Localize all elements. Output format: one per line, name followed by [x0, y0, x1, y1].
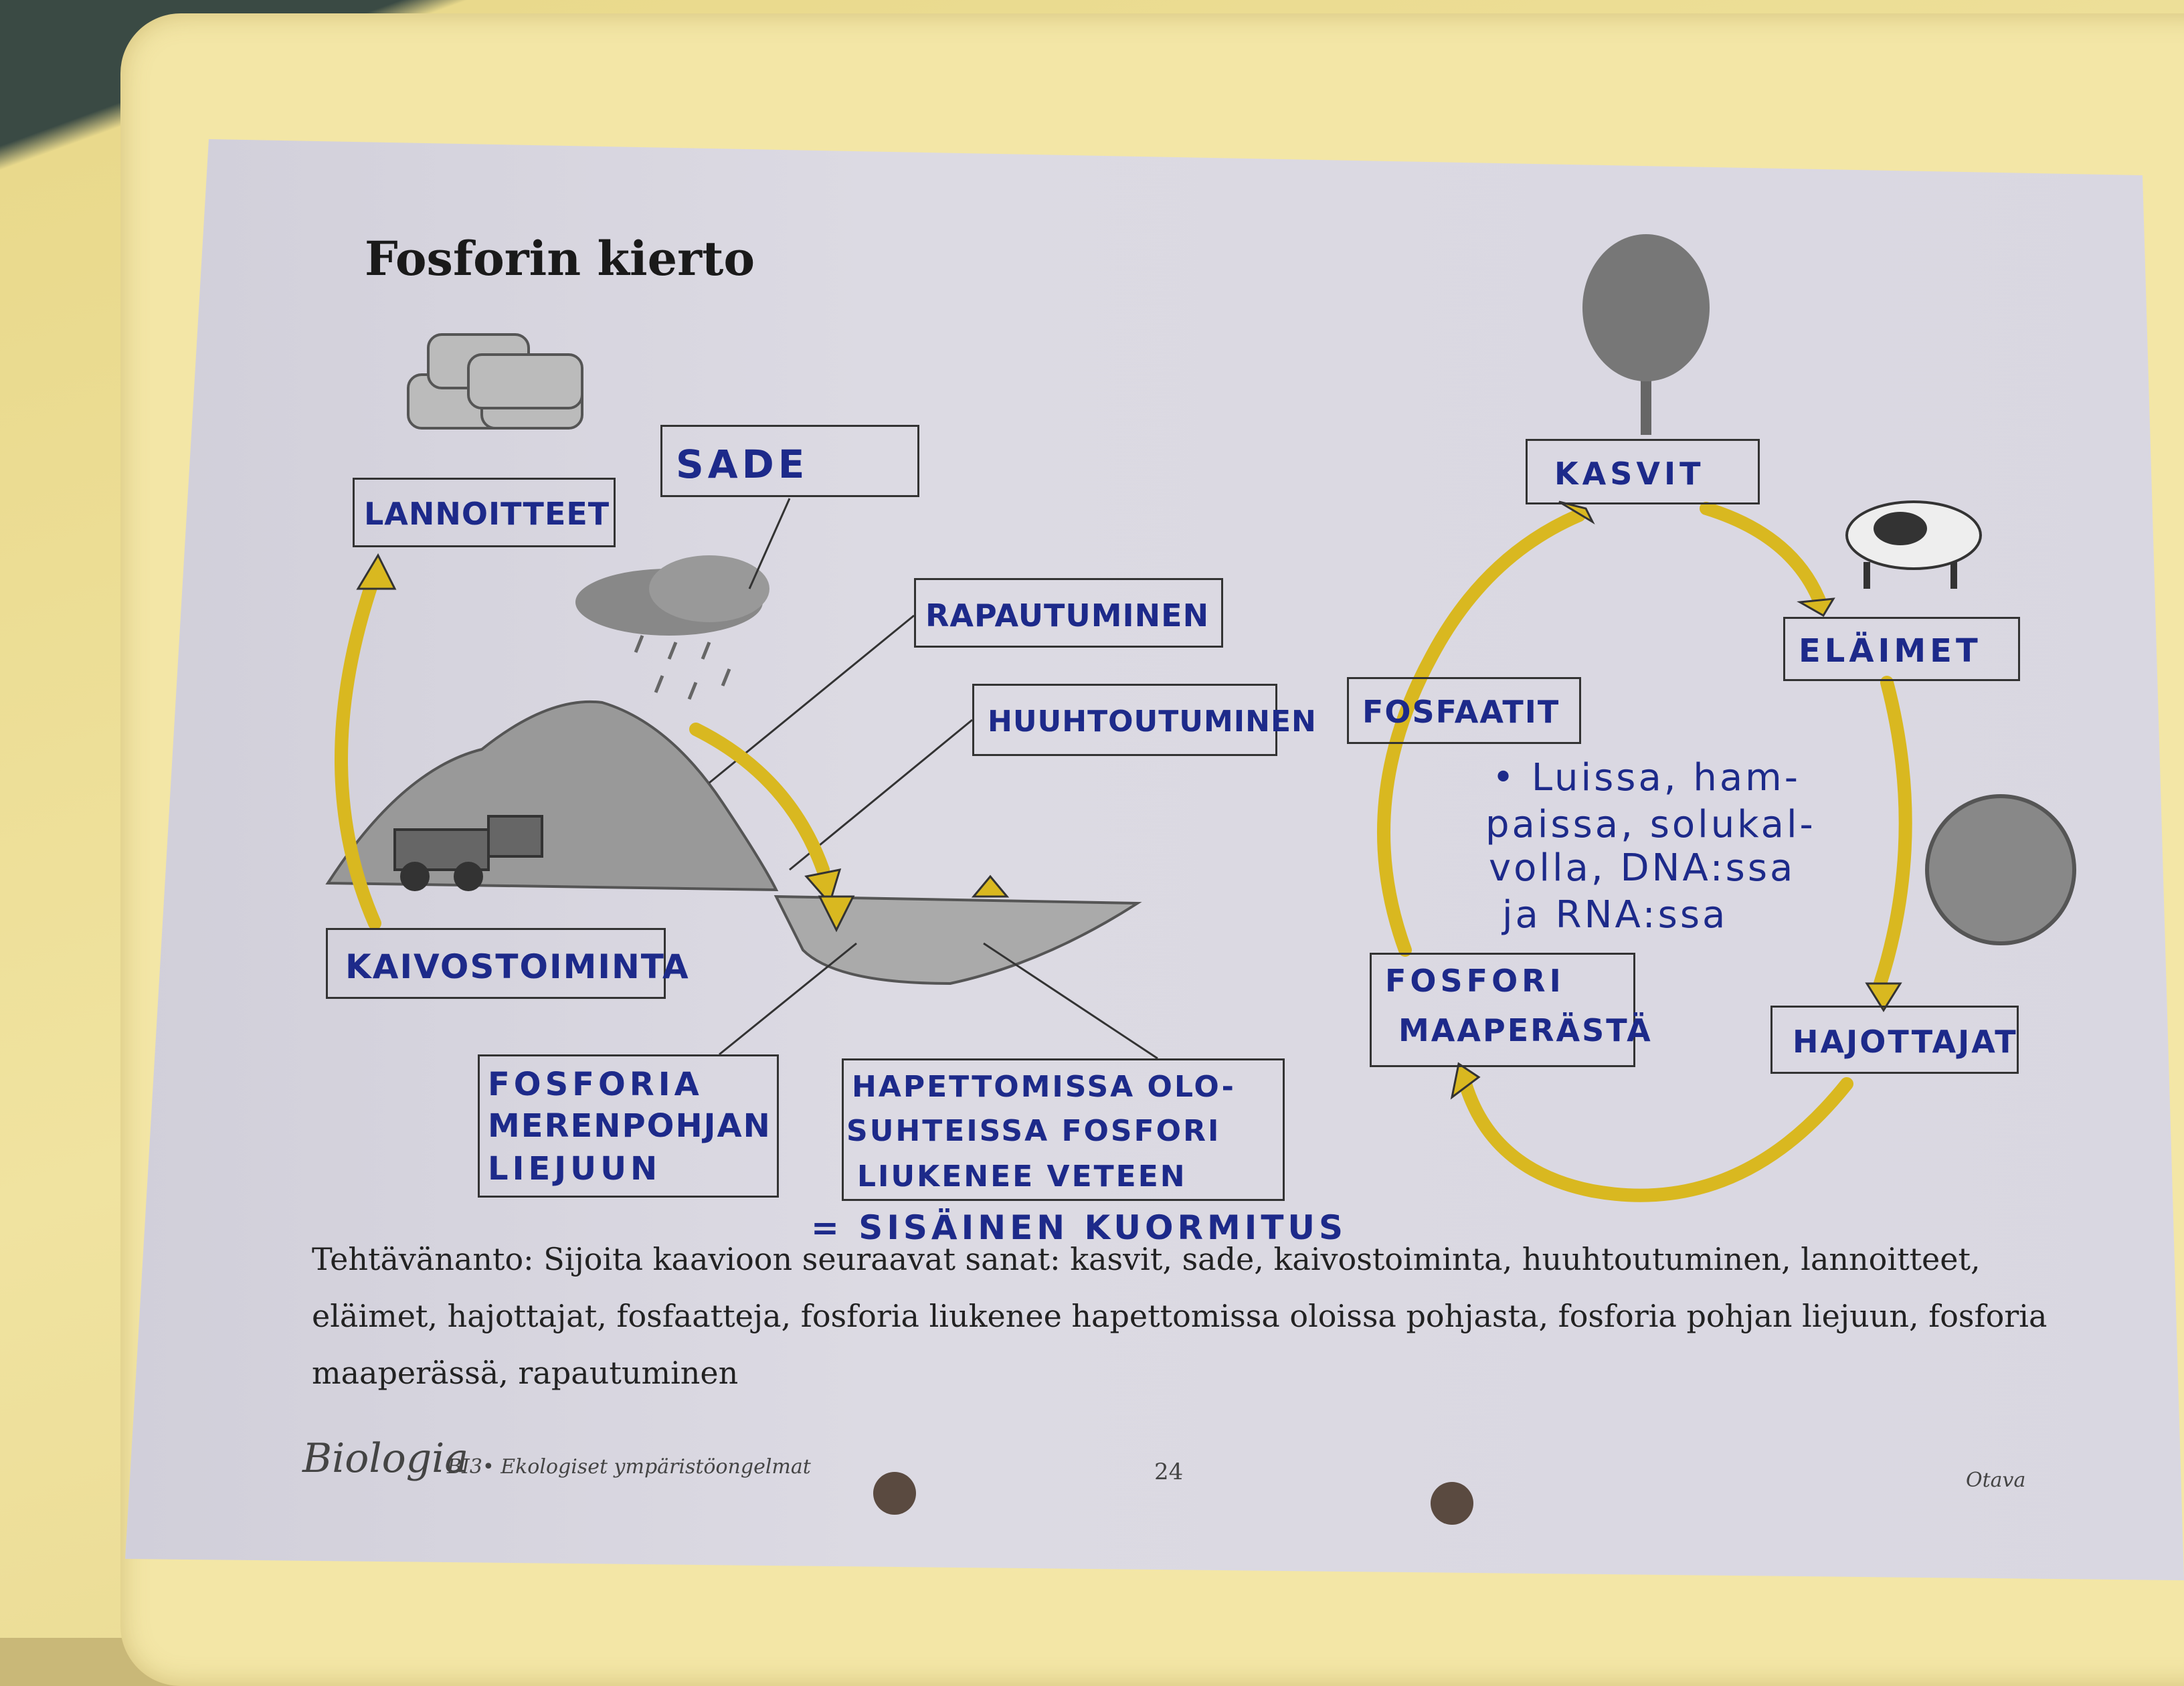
label-line: MAAPERÄSTÄ [1398, 1012, 1653, 1048]
punch-hole [873, 1472, 916, 1515]
footer-course: BI3• Ekologiset ympäristöongelmat [447, 1455, 811, 1479]
label-box-sade: SADE [660, 425, 919, 497]
rain-cloud-illustration [575, 555, 769, 700]
task-line: eläimet, hajottajat, fosfaatteja, fosfor… [312, 1298, 2047, 1334]
diagram-illustrations [325, 234, 2076, 1202]
footer-publisher: Otava [1966, 1469, 2026, 1492]
label-box-elaimet: ELÄIMET [1783, 617, 2020, 681]
arrow-to-animals [1700, 502, 1827, 609]
note-line: volla, DNA:ssa [1489, 846, 1796, 890]
label-line: FOSFORIA [488, 1066, 703, 1103]
label-box-fosfori-maaperasta: FOSFORI MAAPERÄSTÄ [1370, 953, 1651, 1067]
note-line: paissa, solukal- [1485, 803, 1816, 846]
label-line: HAPETTOMISSA OLO- [852, 1070, 1236, 1104]
note-line: • Luissa, ham- [1492, 756, 1801, 800]
arrow-weathering [689, 723, 830, 876]
arrow-to-plants [1377, 508, 1586, 957]
label-lannoitteet: LANNOITTEET [364, 496, 610, 532]
label-rapautuminen: RAPAUTUMINEN [925, 597, 1210, 634]
punch-hole [1431, 1482, 1473, 1525]
label-box-fosforia-pohja: FOSFORIA MERENPOHJAN LIEJUUN [478, 1054, 779, 1198]
label-line: SUHTEISSA FOSFORI [846, 1114, 1221, 1148]
label-box-huuhtoutuminen: HUUHTOUTUMINEN [972, 684, 1316, 756]
tree-illustration [1582, 234, 1710, 435]
label-line: FOSFORI [1385, 963, 1565, 999]
lake-illustration [774, 895, 1142, 986]
label-box-hapettomissa: HAPETTOMISSA OLO- SUHTEISSA FOSFORI LIUK… [842, 1058, 1285, 1201]
label-box-hajottajat: HAJOTTAJAT [1770, 1006, 2019, 1074]
label-kasvit: KASVIT [1554, 456, 1705, 492]
arrow-to-soil [1459, 1077, 1853, 1202]
decomposer-microscope-illustration [1925, 794, 2076, 945]
truck-illustration [393, 815, 543, 891]
cow-illustration [1845, 500, 1982, 589]
label-box-kaivostoiminta: KAIVOSTOIMINTA [326, 928, 689, 999]
label-box-rapautuminen: RAPAUTUMINEN [914, 578, 1223, 648]
label-box-fosfaatit: FOSFAATIT [1347, 677, 1581, 744]
label-sisainen-kuormitus: = SISÄINEN KUORMITUS [811, 1208, 1348, 1247]
task-line: Tehtävänanto: Sijoita kaavioon seuraavat… [312, 1241, 1981, 1277]
cycle-arrows [335, 502, 1912, 1202]
label-line: LIEJUUN [488, 1150, 662, 1188]
arrow-mining-to-fertilizer [335, 569, 381, 930]
label-elaimet: ELÄIMET [1799, 632, 1982, 670]
label-line: LIUKENEE VETEEN [857, 1159, 1187, 1194]
label-fosfaatit: FOSFAATIT [1362, 694, 1560, 730]
note-line: ja RNA:ssa [1502, 893, 1728, 937]
page-title: Fosforin kierto [365, 231, 755, 286]
label-kaivostoiminta: KAIVOSTOIMINTA [345, 947, 690, 986]
fertilizer-bags-illustration [407, 333, 583, 430]
arrow-to-decomposers [1874, 676, 1912, 990]
label-hajottajat: HAJOTTAJAT [1793, 1024, 2018, 1060]
footer-page-number: 24 [1154, 1459, 1184, 1485]
label-box-lannoitteet: LANNOITTEET [353, 478, 616, 547]
label-sade: SADE [676, 442, 809, 487]
label-line: MERENPOHJAN [488, 1107, 771, 1145]
label-box-kasvit: KASVIT [1526, 439, 1760, 504]
footer-brand-logo: Biologia [302, 1435, 469, 1482]
label-huuhtoutuminen: HUUHTOUTUMINEN [988, 705, 1317, 739]
task-line: maaperässä, rapautuminen [312, 1355, 739, 1391]
